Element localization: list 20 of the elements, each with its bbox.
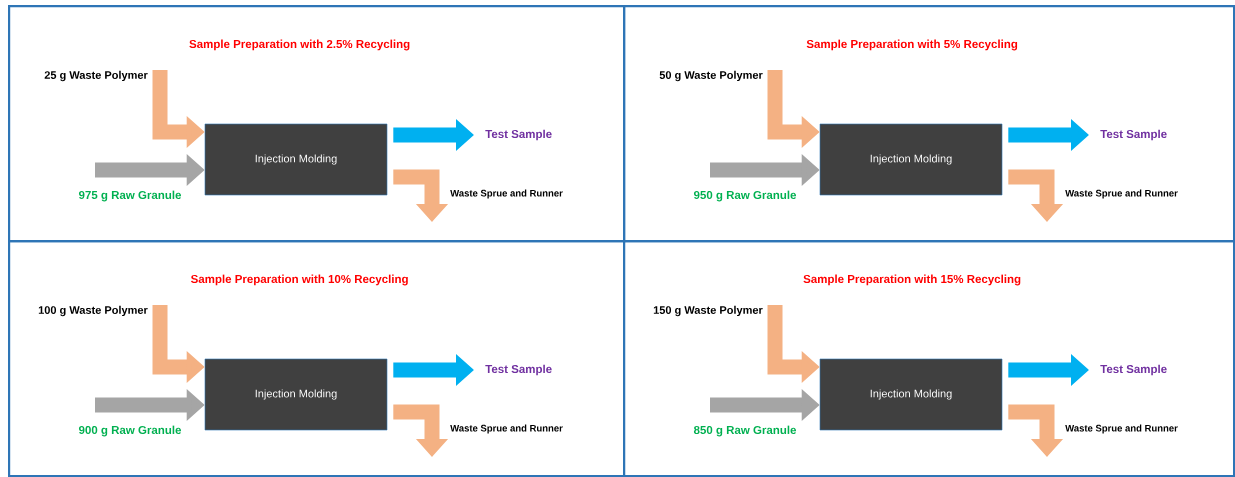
input-label: 850 g Raw Granule	[693, 425, 797, 437]
output-label: Test Sample	[485, 364, 552, 376]
process-box: Injection Molding	[819, 123, 1003, 196]
input-label: 50 g Waste Polymer	[659, 70, 763, 82]
input-label: 950 g Raw Granule	[693, 190, 797, 202]
output-label: Waste Sprue and Runner	[1065, 189, 1178, 199]
input-label: 100 g Waste Polymer	[38, 305, 148, 317]
process-box: Injection Molding	[204, 358, 388, 431]
output-label: Test Sample	[485, 129, 552, 141]
process-box: Injection Molding	[819, 358, 1003, 431]
output-label: Waste Sprue and Runner	[1065, 424, 1178, 434]
process-box: Injection Molding	[204, 123, 388, 196]
output-label: Test Sample	[1100, 364, 1167, 376]
input-label: 150 g Waste Polymer	[653, 305, 763, 317]
input-label: 975 g Raw Granule	[78, 190, 182, 202]
output-label: Waste Sprue and Runner	[450, 424, 563, 434]
input-label: 900 g Raw Granule	[78, 425, 182, 437]
input-label: 25 g Waste Polymer	[44, 70, 148, 82]
output-label: Test Sample	[1100, 129, 1167, 141]
output-label: Waste Sprue and Runner	[450, 189, 563, 199]
